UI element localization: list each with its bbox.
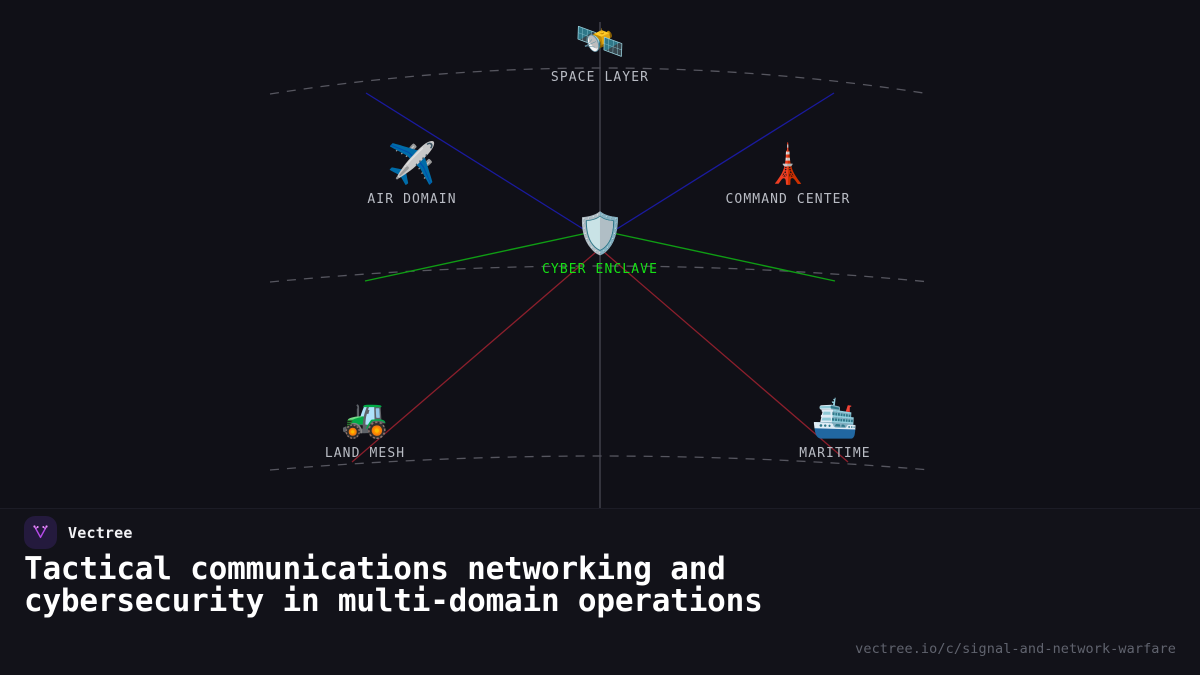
tractor-icon: 🚜 — [341, 396, 389, 440]
diagram-canvas: 🛰️ SPACE LAYER ✈️ AIR DOMAIN 🗼 COMMAND C… — [250, 18, 950, 508]
diagram-node-label-maritime: MARITIME — [799, 446, 871, 461]
diagram-node-label-command: COMMAND CENTER — [725, 192, 851, 207]
link-secure-mesh-right — [607, 231, 836, 282]
diagram-node-space[interactable]: 🛰️ SPACE LAYER — [485, 18, 715, 85]
source-url: vectree.io/c/signal-and-network-warfare — [855, 641, 1176, 657]
diagram-node-label-land: LAND MESH — [324, 446, 406, 461]
link-secure-mesh-left — [364, 231, 593, 282]
link-satellite-uplink-right — [603, 92, 835, 238]
footer-bar: Vectree Tactical communications networki… — [0, 509, 1200, 675]
link-contested-left — [351, 251, 597, 463]
shield-icon: 🛡️ — [575, 211, 625, 257]
brand-name: Vectree — [68, 523, 133, 542]
diagram-node-land[interactable]: 🚜 LAND MESH — [250, 394, 480, 461]
diagram-node-command[interactable]: 🗼 COMMAND CENTER — [673, 140, 903, 207]
link-satellite-uplink-left — [365, 92, 597, 238]
vectree-logo-icon — [24, 516, 57, 549]
diagram-node-label-air: AIR DOMAIN — [367, 192, 457, 207]
diagram-node-maritime[interactable]: 🛳️ MARITIME — [720, 394, 950, 461]
diagram-node-cyber[interactable]: 🛡️ CYBER ENCLAVE — [485, 210, 715, 277]
diagram-connections — [269, 22, 931, 508]
link-contested-right — [603, 251, 849, 463]
diagram-node-label-space: SPACE LAYER — [550, 70, 650, 85]
satellite-icon: 🛰️ — [575, 19, 625, 65]
brand: Vectree — [24, 516, 133, 549]
passenger-ship-icon: 🛳️ — [811, 396, 859, 440]
diagram-node-air[interactable]: ✈️ AIR DOMAIN — [297, 140, 527, 207]
footer-divider — [0, 508, 1200, 509]
diagram-node-label-cyber: CYBER ENCLAVE — [541, 262, 659, 277]
tower-icon: 🗼 — [764, 142, 812, 186]
airplane-icon: ✈️ — [387, 141, 437, 187]
page-title: Tactical communications networking and c… — [24, 551, 763, 619]
